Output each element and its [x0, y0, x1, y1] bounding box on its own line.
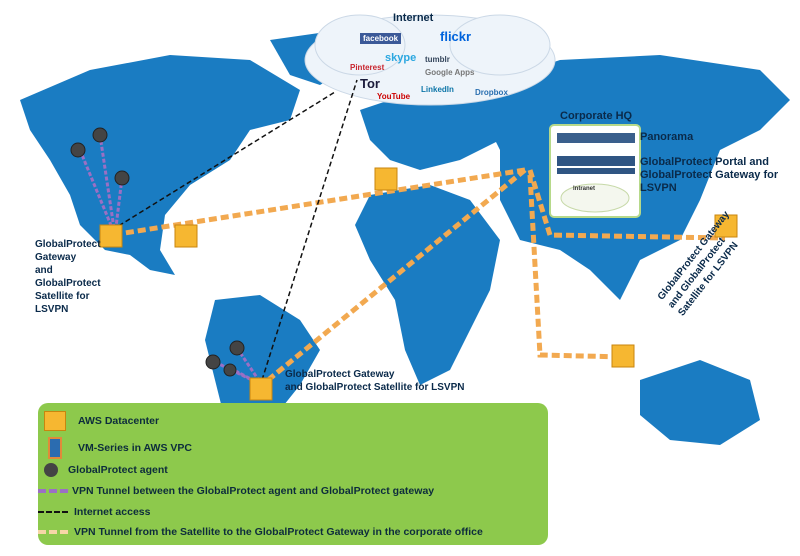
continents	[20, 30, 790, 480]
legend-label: Internet access	[74, 506, 151, 518]
datacenter-icon	[44, 411, 66, 431]
legend-label: VPN Tunnel from the Satellite to the Glo…	[74, 526, 483, 538]
internet-access-lines	[111, 79, 358, 381]
logo-flickr: flickr	[440, 29, 472, 44]
globalprotect-agents	[70, 127, 245, 377]
internet-title: Internet	[393, 12, 434, 24]
logo-tor: Tor	[360, 76, 380, 91]
datacenter-na	[99, 224, 123, 248]
africa	[355, 185, 500, 385]
logo-pinterest: Pinterest	[350, 63, 385, 72]
aws-datacenters	[99, 167, 738, 401]
datacenter-sa	[249, 377, 273, 401]
na-line: GlobalProtect	[35, 278, 101, 289]
north-america	[20, 55, 300, 275]
datacenter-eu	[374, 167, 398, 191]
panorama-label: Panorama	[640, 131, 694, 143]
legend-item-agent: GlobalProtect agent	[38, 463, 168, 477]
globalprotect-agent-icon	[44, 463, 58, 477]
logo-google-apps: Google Apps	[425, 68, 475, 77]
na-line: Gateway	[35, 252, 77, 263]
sa-gateway-label: GlobalProtect Gateway and GlobalProtect …	[285, 368, 464, 394]
satellite-tunnel-icon	[38, 530, 68, 535]
na-gateway-label: GlobalProtect Gateway and GlobalProtect …	[35, 238, 101, 316]
na-line: GlobalProtect	[35, 239, 101, 250]
logo-skype: skype	[385, 52, 417, 64]
datacenter-asia	[714, 214, 738, 238]
internet-access-icon	[38, 511, 68, 514]
australia	[640, 360, 760, 445]
legend-item-satellite-tunnel: VPN Tunnel from the Satellite to the Glo…	[38, 526, 483, 538]
legend-item-internet-access: Internet access	[38, 506, 150, 518]
logo-facebook: facebook	[360, 33, 402, 44]
intranet-label: Intranet	[573, 186, 596, 192]
datacenter-na-2	[174, 224, 198, 248]
legend-item-datacenter: AWS Datacenter	[38, 411, 159, 431]
logo-youtube: YouTube	[377, 92, 411, 101]
legend-label: AWS Datacenter	[78, 414, 160, 427]
portal-line-2: GlobalProtect Gateway for	[640, 169, 779, 181]
legend-label: GlobalProtect agent	[68, 463, 168, 476]
legend-item-vm-series: VM-Series in AWS VPC	[38, 437, 192, 459]
datacenter-sea	[611, 344, 635, 368]
portal-line-1: GlobalProtect Portal and	[640, 156, 769, 168]
legend-label: VPN Tunnel between the GlobalProtect age…	[72, 485, 435, 497]
sa-line-2: and GlobalProtect Satellite for LSVPN	[285, 382, 465, 393]
na-line: and	[35, 265, 53, 276]
hq-box	[549, 124, 641, 218]
logo-dropbox: Dropbox	[475, 88, 508, 97]
legend-label: VM-Series in AWS VPC	[78, 441, 192, 454]
logo-linkedin: LinkedIn	[421, 85, 454, 94]
legend: AWS Datacenter VM-Series in AWS VPC Glob…	[38, 403, 548, 545]
sa-line-1: GlobalProtect Gateway	[285, 369, 395, 380]
hq-title: Corporate HQ	[560, 110, 633, 122]
na-line: LSVPN	[35, 304, 69, 315]
portal-label: GlobalProtect Portal and GlobalProtect G…	[640, 156, 778, 195]
legend-item-agent-tunnel: VPN Tunnel between the GlobalProtect age…	[38, 485, 434, 497]
vm-series-icon	[48, 437, 62, 459]
logo-tumblr: tumblr	[425, 55, 450, 64]
portal-line-3: LSVPN	[640, 182, 677, 194]
na-line: Satellite for	[35, 291, 90, 302]
agent-tunnel-icon	[38, 489, 68, 494]
